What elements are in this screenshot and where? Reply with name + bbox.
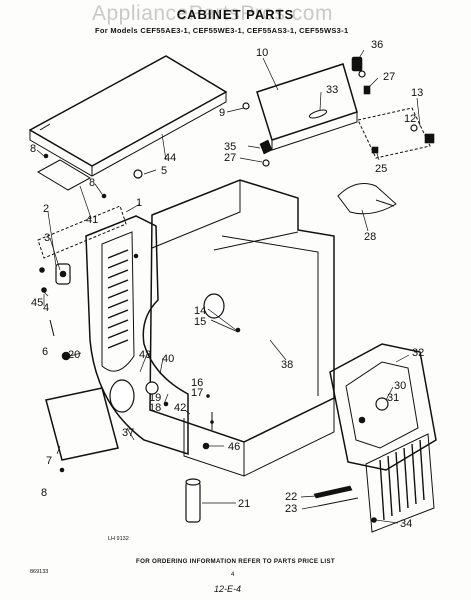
front-door-drawing xyxy=(329,343,437,533)
page-number: 4 xyxy=(231,572,235,578)
callout-19: 19 xyxy=(149,392,161,404)
callout-12: 12 xyxy=(404,113,416,125)
callout-30: 30 xyxy=(394,380,406,392)
callout-6: 6 xyxy=(42,346,48,358)
control-knob-drawing xyxy=(39,263,71,293)
ice-scoop-drawing xyxy=(337,183,397,215)
callout-40: 40 xyxy=(162,353,174,365)
callout-28: 28 xyxy=(364,231,376,243)
callout-9: 9 xyxy=(219,107,225,119)
callout-20: 20 xyxy=(68,349,80,361)
callout-21: 21 xyxy=(238,498,250,510)
callout-17: 17 xyxy=(191,387,203,399)
kickplate-strip-drawing xyxy=(313,485,353,499)
callout-42: 42 xyxy=(174,402,186,414)
callout-18: 18 xyxy=(149,402,161,414)
callout-33: 33 xyxy=(326,84,338,96)
lid-bracket-drawing xyxy=(242,102,273,167)
callout-5: 5 xyxy=(161,165,167,177)
ordering-note: FOR ORDERING INFORMATION REFER TO PARTS … xyxy=(136,558,335,565)
callout-36: 36 xyxy=(371,39,383,51)
callout-13: 13 xyxy=(411,87,423,99)
watermark: AppliancePartsPros.com xyxy=(92,2,333,25)
callout-37: 37 xyxy=(122,427,134,439)
callout-38: 38 xyxy=(281,359,293,371)
callout-23: 23 xyxy=(285,503,297,515)
callout-41: 41 xyxy=(86,214,98,226)
callout-4: 4 xyxy=(43,302,49,314)
model-list: For Models CEF55AE3-1, CEF55WE3-1, CEF55… xyxy=(95,26,349,35)
hinged-lid-drawing xyxy=(256,63,358,151)
doc-code: 869133 xyxy=(30,569,49,575)
callout-2: 2 xyxy=(43,203,49,215)
callout-27b: 27 xyxy=(224,152,236,164)
page-title: CABINET PARTS xyxy=(176,7,295,22)
callout-14: 14 xyxy=(194,305,206,317)
callout-35: 35 xyxy=(224,141,236,153)
callout-8c: 8 xyxy=(41,487,47,499)
part-code: LH 9132 xyxy=(108,536,129,542)
callout-46: 46 xyxy=(228,441,240,453)
callout-1: 1 xyxy=(136,197,142,209)
callout-16: 16 xyxy=(191,377,203,389)
callout-8: 8 xyxy=(30,143,36,155)
leveling-leg-drawing xyxy=(185,442,210,523)
callout-27: 27 xyxy=(383,71,395,83)
cabinet-body-drawing xyxy=(149,179,335,477)
top-panel-drawing xyxy=(28,55,228,177)
callout-numbers: 36 10 27 33 13 12 9 25 35 27 44 8 5 8 1 … xyxy=(30,39,424,530)
hinge-drawing xyxy=(351,56,371,95)
callout-43: 43 xyxy=(139,349,151,361)
top-gasket-drawing xyxy=(36,159,92,191)
rear-panel-drawing xyxy=(45,387,119,461)
callout-25: 25 xyxy=(375,163,387,175)
callout-34: 34 xyxy=(400,518,412,530)
callout-45: 45 xyxy=(31,297,43,309)
callout-44: 44 xyxy=(164,152,176,164)
callout-3: 3 xyxy=(44,232,50,244)
sheet-number: 12-E-4 xyxy=(214,584,242,594)
callout-32: 32 xyxy=(412,347,424,359)
callout-8b: 8 xyxy=(89,177,95,189)
callout-31: 31 xyxy=(387,392,399,404)
callout-10: 10 xyxy=(256,47,268,59)
callout-22: 22 xyxy=(285,491,297,503)
callout-15: 15 xyxy=(194,316,206,328)
callout-7: 7 xyxy=(46,455,52,467)
control-bracket-drawing xyxy=(37,205,127,259)
bracket-drawing xyxy=(357,107,435,159)
